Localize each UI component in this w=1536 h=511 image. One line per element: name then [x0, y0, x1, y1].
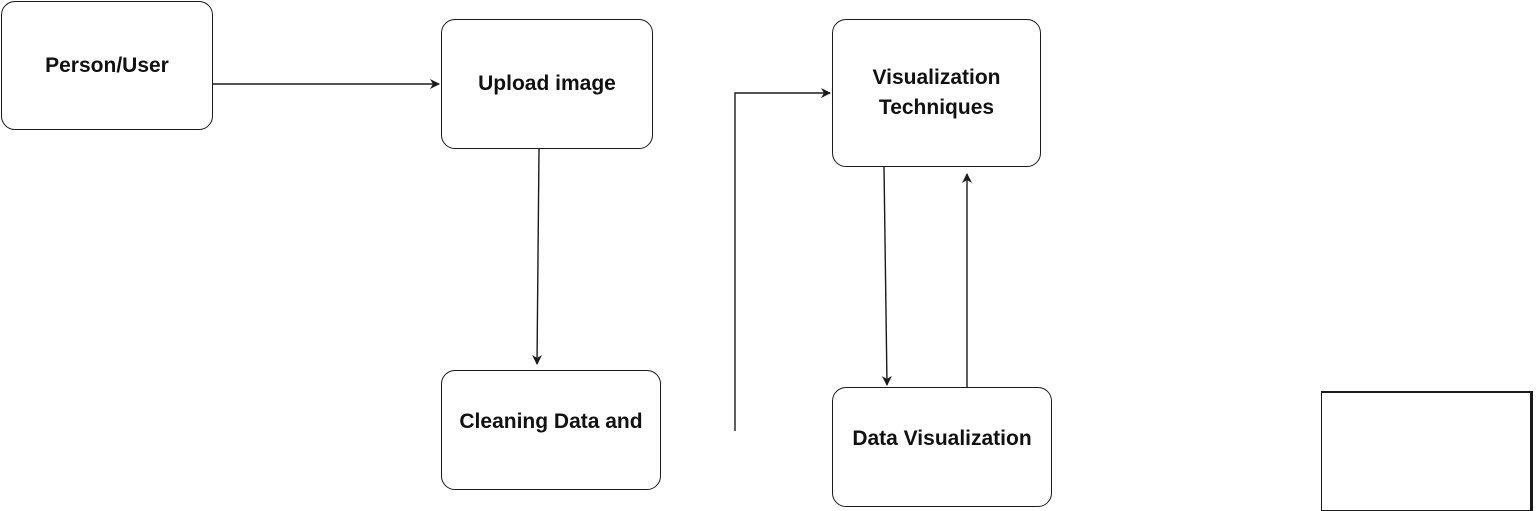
edge-visualization-to-dataviz: [881, 166, 892, 386]
diagram-edges: [213, 79, 972, 431]
node-label: Visualization Techniques: [872, 66, 1001, 119]
edge-cleaning-to-visualization: [734, 88, 831, 431]
node-data-visualization: Data Visualization: [832, 387, 1052, 507]
node-label: Person/User: [45, 53, 169, 77]
node-visualization-techniques: Visualization Techniques: [832, 19, 1041, 167]
node-partial-box: [1321, 391, 1533, 511]
node-cleaning-data: Cleaning Data and: [441, 370, 661, 490]
node-label: Data Visualization: [852, 427, 1032, 450]
node-label: Cleaning Data and: [459, 410, 643, 433]
node-person-user: Person/User: [1, 1, 213, 130]
node-label: Upload image: [478, 72, 616, 95]
node-upload-image: Upload image: [441, 19, 653, 149]
edge-upload-to-cleaning: [532, 148, 543, 365]
